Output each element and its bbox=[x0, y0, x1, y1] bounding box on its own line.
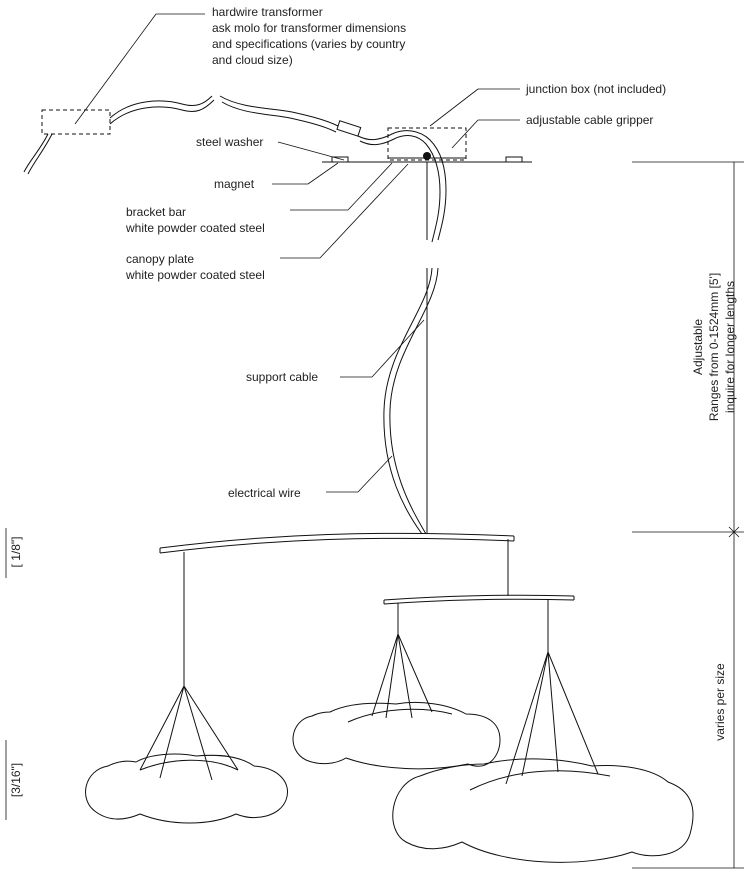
transformer-note-1: ask molo for transformer dimensions bbox=[212, 21, 406, 35]
bracket-bar-label: bracket bar bbox=[126, 205, 186, 219]
transformer bbox=[23, 95, 339, 175]
varies-label: varies per size bbox=[713, 663, 727, 741]
main-bar bbox=[159, 532, 515, 686]
adjustable-range: Ranges from 0-1524mm [5'] bbox=[707, 273, 721, 421]
wire-connector bbox=[336, 120, 447, 243]
cloud-right bbox=[392, 651, 694, 863]
junction-box-label: junction box (not included) bbox=[525, 82, 666, 96]
canopy-plate-label: canopy plate bbox=[126, 252, 194, 266]
adjustable-label: Adjustable bbox=[691, 319, 705, 375]
cloud-middle bbox=[292, 633, 501, 770]
canopy-plate-material: white powder coated steel bbox=[125, 268, 265, 282]
dimension-adjustable bbox=[632, 161, 744, 869]
cloud-left bbox=[85, 685, 288, 824]
dimension-left-bottom: [3/16"] bbox=[9, 763, 23, 797]
transformer-label: hardwire transformer bbox=[212, 5, 323, 19]
transformer-note-2: and specifications (varies by country bbox=[212, 37, 405, 51]
electrical-wire-label: electrical wire bbox=[228, 486, 301, 500]
electrical-wire bbox=[383, 267, 439, 535]
secondary-bar bbox=[383, 594, 575, 652]
transformer-note-3: and cloud size) bbox=[212, 53, 293, 67]
support-cable-label: support cable bbox=[246, 370, 318, 384]
magnet-label: magnet bbox=[214, 177, 255, 191]
bracket-bar-material: white powder coated steel bbox=[125, 221, 265, 235]
dimension-left-top: [ 1/8"] bbox=[9, 537, 23, 568]
steel-washer-label: steel washer bbox=[196, 135, 263, 149]
adjustable-note: inquire for longer lengths bbox=[723, 281, 737, 413]
leader-lines bbox=[74, 13, 520, 493]
cable-gripper-label: adjustable cable gripper bbox=[526, 113, 653, 127]
